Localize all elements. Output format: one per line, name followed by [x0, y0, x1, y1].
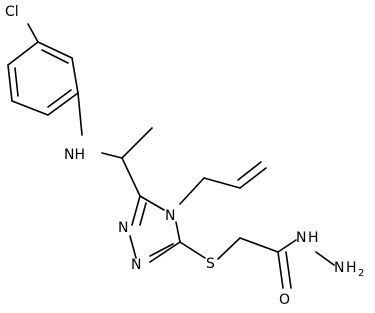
- atom-label-o: O: [279, 292, 290, 308]
- bond-n1-c5: [131, 195, 141, 226]
- atom-label-hydrazide-n: N: [296, 230, 306, 246]
- bond-n4-c3: [175, 221, 181, 243]
- atom-label-nh: NH: [64, 147, 85, 163]
- bond-ch2-co: [239, 237, 279, 253]
- chlorophenyl-ring: [7, 23, 79, 116]
- atom-label-s: S: [206, 256, 215, 272]
- bond-ch-methyl: [121, 127, 153, 159]
- triazole-ring: [129, 195, 181, 263]
- bond-ring-1-inner: [41, 49, 69, 64]
- bond-nh-ch: [101, 152, 123, 159]
- bond-ring-nh: [77, 92, 83, 136]
- bond-n1-c5-inner: [139, 202, 147, 226]
- atom-label-cl: Cl: [5, 4, 19, 20]
- bond-co-nh: [277, 239, 297, 253]
- atom-label-hydrazide-h: H: [308, 230, 319, 246]
- bond-ring-5: [7, 64, 13, 102]
- bond-n2-n1: [129, 235, 137, 259]
- bond-c3-n2: [149, 241, 181, 263]
- bond-ring-6: [7, 41, 39, 66]
- bond-co-o: [277, 251, 284, 289]
- bond-ring-4: [11, 100, 49, 116]
- bond-allyl-1: [203, 177, 241, 189]
- atom-label-n4: N: [165, 208, 175, 224]
- bond-ring-5-inner: [14, 67, 19, 97]
- bond-ring-2: [71, 57, 79, 94]
- atom-label-nh2-h: H: [346, 260, 357, 276]
- atom-label-n2: N: [131, 257, 141, 273]
- bond-nh-nh2: [315, 251, 335, 266]
- bond-co-o-double: [285, 251, 292, 289]
- bond-ring-3-inner: [47, 89, 72, 108]
- bond-s-ch2: [217, 237, 241, 260]
- bond-cl-c: [27, 23, 39, 43]
- bond-c5-n4: [139, 195, 165, 211]
- atom-label-n1: N: [118, 220, 128, 236]
- bond-c3-s: [179, 241, 206, 259]
- bond-ring-1: [37, 41, 73, 59]
- atom-label-nh2-subscript: 2: [358, 268, 364, 279]
- bond-ring-3: [47, 92, 79, 116]
- bond-allyl-2-double: [237, 161, 262, 181]
- bond-allyl-2: [239, 167, 267, 189]
- bond-ch-c5: [121, 157, 141, 197]
- bond-c3-n2-inner: [149, 243, 174, 257]
- atom-label-nh2-n: N: [334, 260, 344, 276]
- bond-n4-ch2: [179, 177, 205, 205]
